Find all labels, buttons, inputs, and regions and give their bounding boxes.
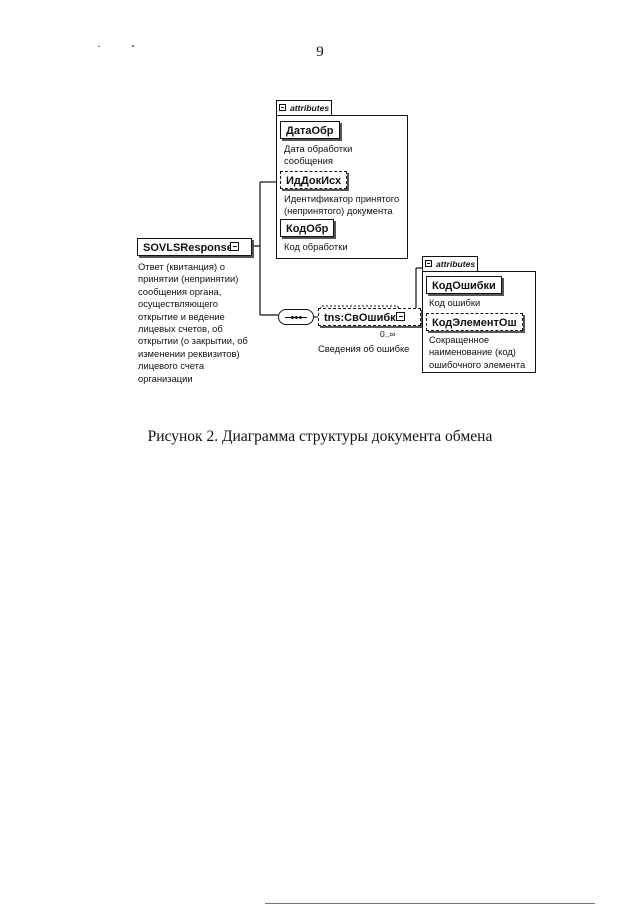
figure-caption: Рисунок 2. Диаграмма структуры документа… bbox=[147, 428, 493, 445]
scan-mark bbox=[132, 45, 134, 47]
child-element-label: tns:СвОшибка bbox=[324, 312, 402, 324]
root-element[interactable]: SOVLSResponse bbox=[137, 238, 252, 256]
expand-collapse-icon[interactable] bbox=[230, 242, 239, 251]
attribute-data-obr[interactable]: ДатаОбр bbox=[280, 121, 340, 139]
attribute-data-obr-description: Дата обработки сообщения bbox=[284, 143, 353, 167]
root-element-label: SOVLSResponse bbox=[143, 242, 233, 254]
root-attributes-tab: attributes bbox=[276, 100, 332, 115]
attribute-kod-obr[interactable]: КодОбр bbox=[280, 219, 335, 237]
scan-mark bbox=[98, 46, 100, 47]
collapse-icon[interactable] bbox=[425, 260, 432, 267]
root-attributes-group bbox=[276, 115, 408, 259]
cardinality-label: 0..∞ bbox=[380, 329, 396, 339]
attributes-tab-label: attributes bbox=[290, 103, 330, 113]
scan-mark bbox=[265, 903, 595, 904]
attribute-kod-oshibki[interactable]: КодОшибки bbox=[426, 276, 502, 294]
collapse-icon[interactable] bbox=[279, 104, 286, 111]
expand-collapse-icon[interactable] bbox=[396, 312, 405, 321]
child-attributes-group bbox=[422, 271, 536, 373]
page-number: 9 bbox=[316, 44, 324, 60]
child-attributes-tab: attributes bbox=[422, 256, 478, 271]
attribute-id-dok-isx-description: Идентификатор принятого (непринятого) до… bbox=[284, 193, 400, 217]
attribute-kod-element-osh[interactable]: КодЭлементОш bbox=[426, 313, 523, 331]
attribute-id-dok-isx[interactable]: ИдДокИсх bbox=[280, 171, 348, 189]
attribute-kod-obr-description: Код обработки bbox=[284, 241, 348, 252]
attribute-kod-oshibki-description: Код ошибки bbox=[429, 297, 481, 308]
child-element-description: Сведения об ошибке bbox=[318, 343, 410, 354]
attributes-tab-label: attributes bbox=[436, 259, 476, 269]
child-element[interactable]: tns:СвОшибка bbox=[318, 308, 421, 326]
attribute-kod-element-osh-description: Сокращенное наименование (код) ошибочног… bbox=[429, 334, 526, 370]
sequence-compositor-icon[interactable] bbox=[278, 309, 314, 325]
root-element-description: Ответ (квитанция) о принятии (непринятии… bbox=[138, 261, 248, 384]
